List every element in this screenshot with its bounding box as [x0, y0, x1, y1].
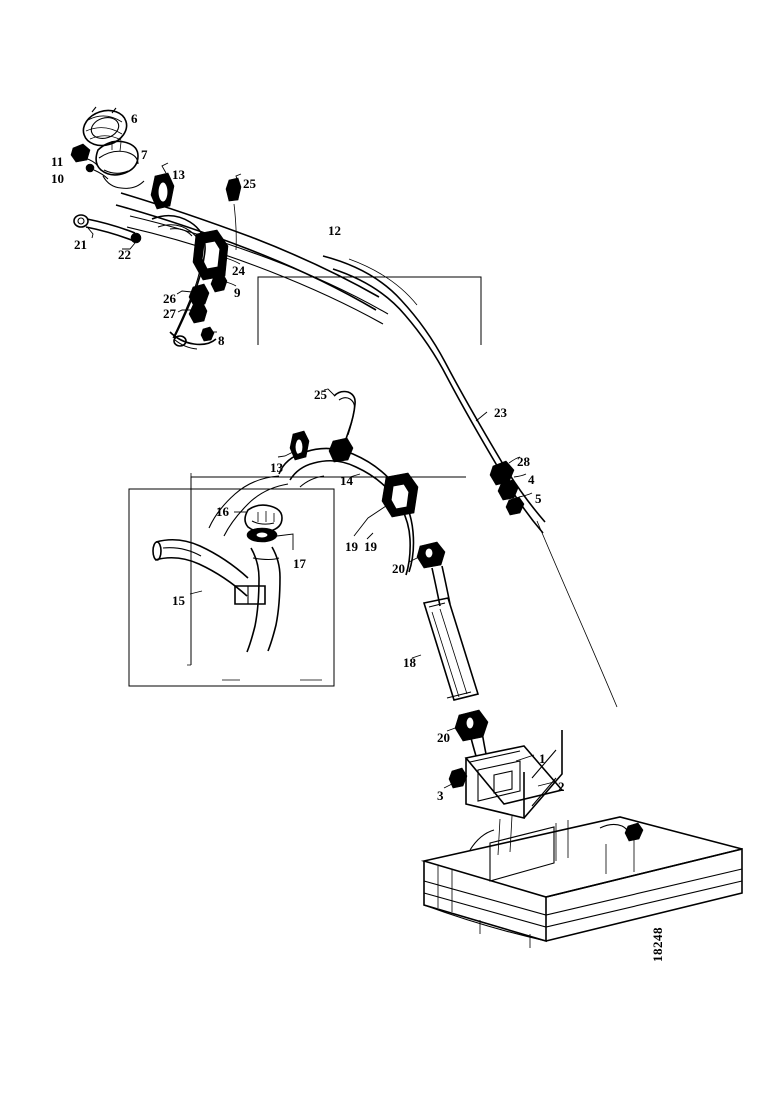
callout-17: 17: [293, 556, 306, 571]
callout-27: 27: [163, 306, 176, 321]
callout-19-b: 19: [364, 539, 377, 554]
part-25-clip-lower: [323, 388, 356, 463]
callout-1: 1: [539, 751, 546, 766]
leader-frames: [190, 276, 482, 665]
callout-8: 8: [218, 333, 225, 348]
callout-5: 5: [535, 491, 542, 506]
reference-ticks: [187, 473, 192, 666]
callout-20-upper: 20: [392, 561, 405, 576]
callout-13-lower: 13: [270, 460, 283, 475]
inset-detail-box: [128, 488, 335, 687]
outline-right-edge: [480, 277, 618, 708]
throttle-linkage: [151, 214, 206, 339]
carburetor-assembly: [443, 730, 564, 820]
callout-10: 10: [51, 171, 64, 186]
handle-control-assembly: [70, 106, 389, 350]
part-6-cap: [82, 106, 128, 147]
callout-6: 6: [131, 111, 138, 126]
part-20-coupler-lower: [446, 709, 489, 742]
part-9-screw: [210, 273, 237, 293]
callout-28: 28: [517, 454, 530, 469]
part-20-coupler-upper: [408, 541, 446, 569]
part-19-connector-block: [353, 472, 419, 540]
callout-23: 23: [494, 405, 507, 420]
handlebar-tubes: [115, 192, 389, 325]
callout-15: 15: [172, 593, 185, 608]
callout-7: 7: [141, 147, 148, 162]
part-17-grommet: [246, 527, 294, 550]
callout-21: 21: [74, 237, 87, 252]
part-13-clamp-lower: [277, 430, 310, 461]
callout-25-lower: 25: [314, 387, 327, 402]
callout-4: 4: [528, 472, 535, 487]
callout-11: 11: [51, 154, 64, 169]
callout-2: 2: [558, 779, 565, 794]
callout-26-upper: 26: [163, 291, 176, 306]
mid-hose-assembly: [208, 388, 451, 607]
part-14-hose-loop: [278, 447, 415, 576]
callout-24: 24: [232, 263, 245, 278]
callout-19-a: 19: [345, 539, 358, 554]
part-26-27-fasteners: [176, 283, 210, 324]
callout-22: 22: [118, 247, 131, 262]
part-15-elbow-hose: [152, 538, 281, 653]
hose-branches: [208, 475, 289, 537]
part-8-bracket-end: [169, 326, 217, 350]
callout-20-lower: 20: [437, 730, 450, 745]
part-21-22-grip: [73, 214, 142, 250]
part-16-cap: [234, 504, 283, 533]
tank-housing: [420, 815, 743, 948]
part-18-hose-segment: [411, 597, 480, 701]
callout-12: 12: [328, 223, 341, 238]
part-7-pump-body: [95, 140, 145, 189]
callout-9: 9: [234, 285, 241, 300]
part-25-tee-upper: [225, 173, 242, 251]
drawing-number: 18248: [650, 927, 665, 962]
callout-13-upper: 13: [172, 167, 185, 182]
callout-18: 18: [403, 655, 416, 670]
callout-16: 16: [216, 504, 229, 519]
callout-14: 14: [340, 473, 353, 488]
part-28-4-5-inline-fittings: [489, 456, 533, 516]
part-13-clamp-upper: [150, 162, 175, 210]
callout-25-upper: 25: [243, 176, 256, 191]
callout-3: 3: [437, 788, 444, 803]
part-10-11-bracket: [70, 143, 109, 180]
